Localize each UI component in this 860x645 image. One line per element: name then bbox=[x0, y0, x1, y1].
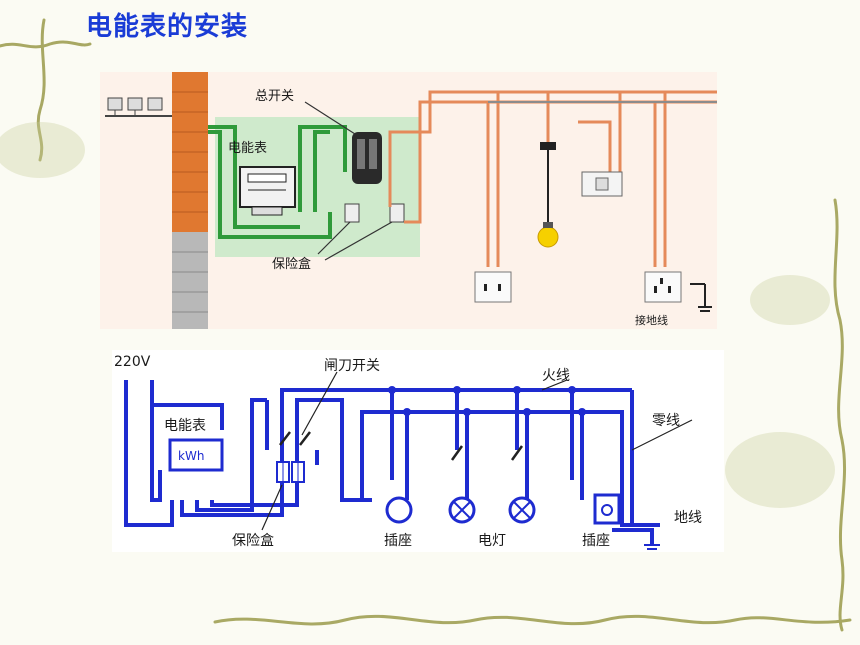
wall-switch-icon bbox=[581, 171, 623, 197]
socket-1-icon bbox=[385, 496, 413, 524]
slide-title: 电能表的安装 bbox=[86, 12, 249, 42]
lamp-2-icon bbox=[508, 496, 536, 524]
label-knife-switch: 闸刀开关 bbox=[324, 358, 380, 374]
stone-wall bbox=[172, 232, 208, 329]
main-switch-icon bbox=[352, 132, 382, 184]
socket-left-icon bbox=[474, 271, 512, 303]
label-neutral-wire: 零线 bbox=[652, 413, 680, 429]
label-meter-bottom: 电能表 bbox=[164, 418, 206, 434]
installation-illustration: 总开关 电能表 保险盒 接地线 bbox=[100, 72, 717, 329]
label-fuse-box-top: 保险盒 bbox=[272, 256, 311, 272]
knife-switch-icon bbox=[279, 431, 311, 446]
socket-right-icon bbox=[644, 271, 682, 303]
insulator-icon bbox=[105, 97, 172, 117]
label-220v: 220V bbox=[114, 354, 151, 370]
energy-meter-icon bbox=[239, 166, 296, 216]
lamp-1-icon bbox=[448, 496, 476, 524]
label-lamp: 电灯 bbox=[478, 533, 506, 549]
label-socket-2: 插座 bbox=[582, 533, 610, 549]
label-live-wire: 火线 bbox=[542, 368, 570, 384]
label-main-switch: 总开关 bbox=[255, 89, 294, 104]
fuse-box-right-icon bbox=[389, 203, 405, 223]
fuse-box-icon bbox=[276, 461, 305, 483]
wiring-schematic-svg: kWh bbox=[114, 354, 702, 550]
ground-symbol-icon bbox=[690, 283, 712, 312]
meter-unit-text: kWh bbox=[178, 449, 204, 463]
installation-illustration-svg: 总开关 电能表 保险盒 接地线 bbox=[105, 72, 717, 329]
label-socket-1: 插座 bbox=[384, 533, 412, 549]
ground-symbol-icon bbox=[644, 544, 660, 550]
wiring-schematic: kWh bbox=[112, 350, 724, 552]
lamp-switch-2-icon bbox=[510, 445, 524, 461]
label-ground-top: 接地线 bbox=[635, 313, 668, 327]
energy-meter-icon: kWh bbox=[168, 438, 224, 472]
label-meter-top: 电能表 bbox=[228, 141, 267, 156]
light-bulb-icon bbox=[537, 222, 559, 248]
label-ground-wire: 地线 bbox=[674, 510, 702, 526]
label-fuse-box-bottom: 保险盒 bbox=[232, 532, 274, 549]
lamp-switch-1-icon bbox=[450, 445, 464, 461]
socket-2-icon bbox=[593, 493, 621, 525]
fuse-box-left-icon bbox=[344, 203, 360, 223]
